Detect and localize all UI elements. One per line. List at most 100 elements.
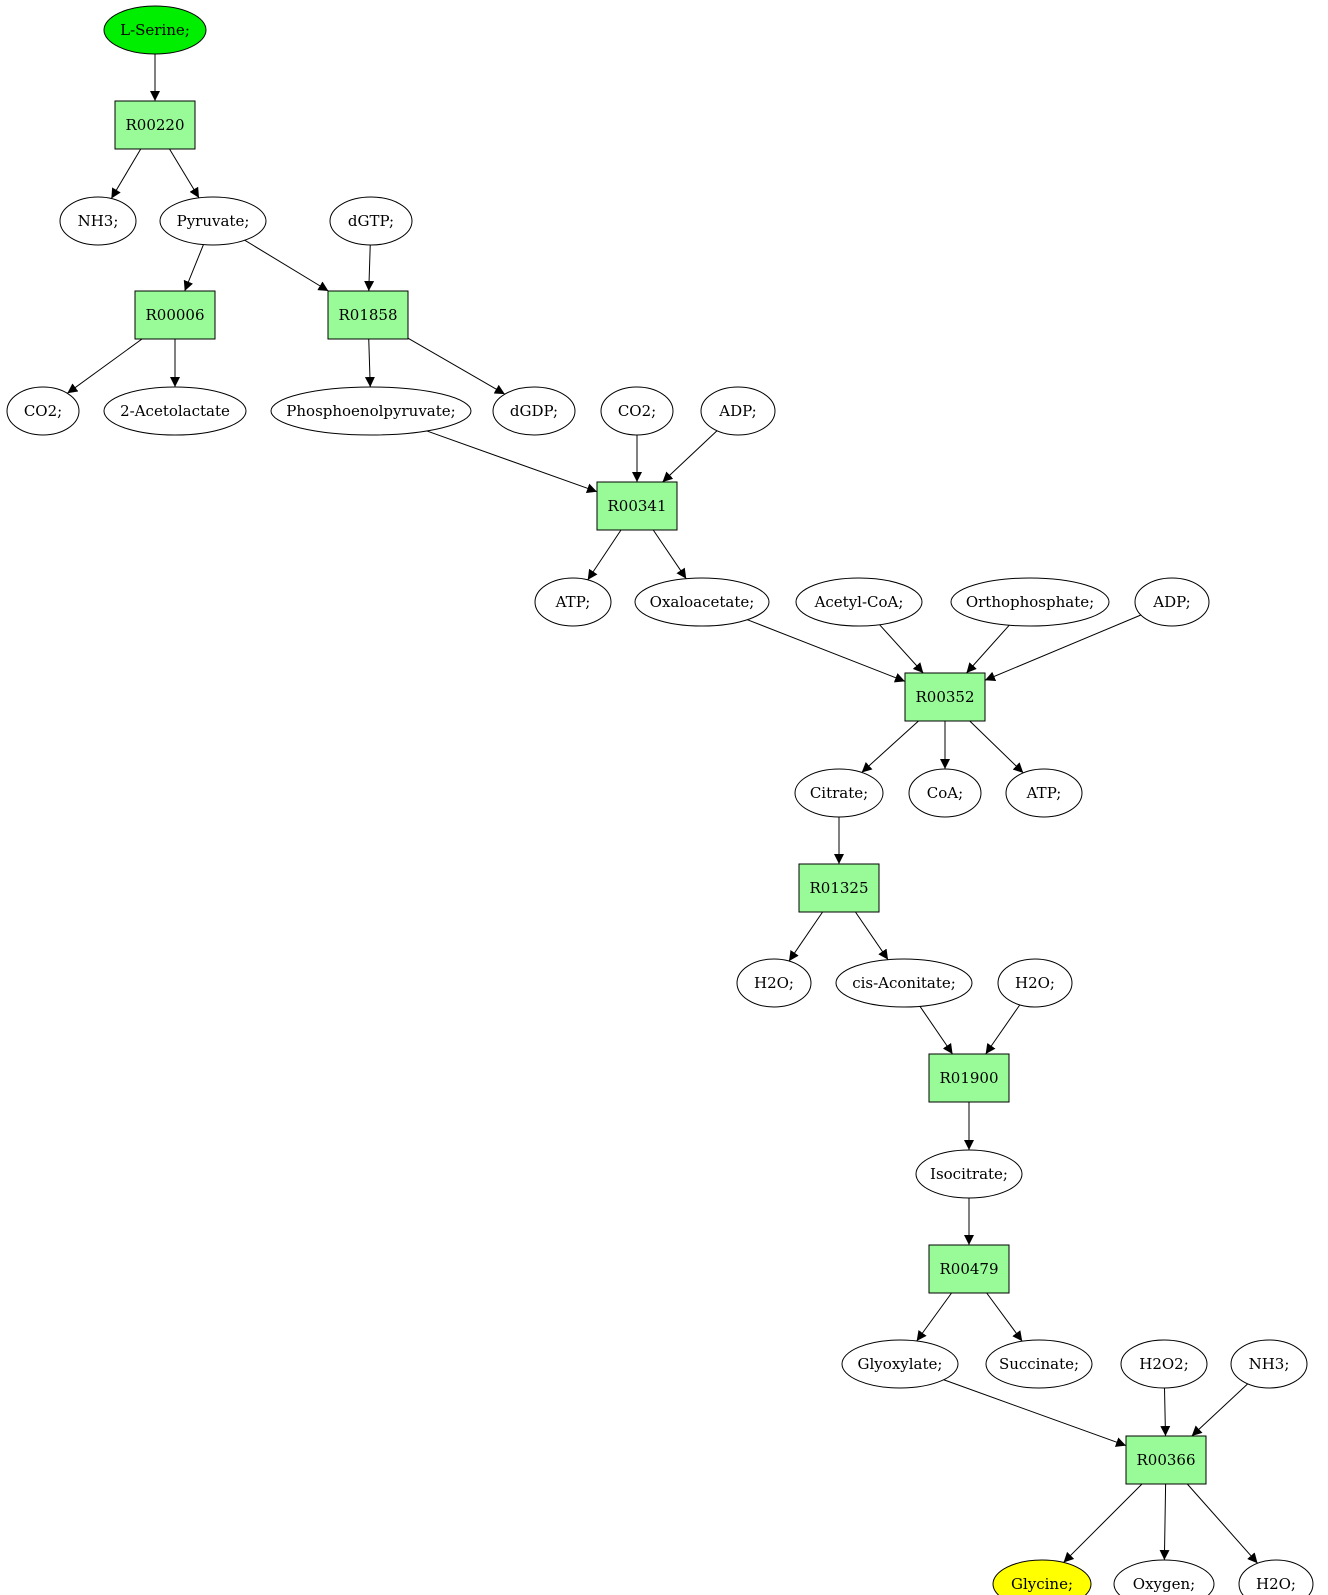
metabolite-m-nh3-2: NH3; [1230, 1339, 1308, 1389]
metabolite-label: Citrate; [810, 784, 868, 802]
reaction-label: R01858 [338, 306, 397, 324]
metabolite-m-acetolactate: 2-Acetolactate [103, 386, 247, 436]
metabolite-m-oxygen: Oxygen; [1113, 1559, 1215, 1595]
edge-m_pep-to-r4 [426, 430, 598, 494]
edges [67, 54, 1258, 1564]
edge-r8-to-m_glyoxylate [916, 1292, 952, 1342]
edge-r3-to-m_dgdp [407, 337, 506, 395]
metabolite-m-adp-1: ADP; [700, 386, 776, 436]
reaction-node-r9: R00366 [1125, 1435, 1207, 1485]
edge-m_pyruvate-to-r2 [183, 244, 204, 292]
edge-m_aconitate-to-r7 [919, 1006, 953, 1055]
metabolite-m-dgdp: dGDP; [492, 386, 576, 436]
edge-m_adp_1-to-r4 [662, 430, 718, 483]
reaction-node-r7: R01900 [928, 1053, 1010, 1103]
metabolite-m-succinate: Succinate; [985, 1339, 1093, 1389]
edge-m_nh3_2-to-r9 [1191, 1383, 1249, 1437]
nodes: L-Serine; NH3; Pyruvate; dGTP; CO2; 2-Acetola… [6, 5, 1314, 1595]
metabolite-label: H2O; [1256, 1575, 1296, 1593]
metabolite-label: ATP; [555, 593, 591, 611]
metabolite-label: Glycine; [1011, 1575, 1073, 1593]
metabolite-m-adp-2: ADP; [1134, 577, 1210, 627]
metabolite-label: Pyruvate; [177, 212, 250, 230]
reaction-label: R01900 [939, 1069, 998, 1087]
edge-m_oaa-to-r5 [747, 619, 906, 683]
edge-m_h2o_2-to-r7 [985, 1004, 1021, 1055]
edge-r5-to-m_citrate [861, 720, 919, 773]
reaction-node-r4: R00341 [596, 481, 678, 531]
metabolite-label: Glyoxylate; [858, 1355, 943, 1373]
metabolite-label: 2-Acetolactate [120, 402, 230, 420]
metabolite-label: dGTP; [348, 212, 394, 230]
metabolite-m-aconitate: cis-Aconitate; [835, 958, 973, 1008]
edge-r1-to-m_pyruvate [169, 148, 200, 199]
edge-r6-to-m_h2o_1 [788, 911, 823, 962]
edge-r3-to-m_pep [364, 338, 375, 388]
metabolite-label: Oxygen; [1133, 1575, 1195, 1593]
metabolite-label: CO2; [24, 402, 62, 420]
metabolite-label: ADP; [718, 402, 756, 420]
edge-r2-to-m_co2_1 [67, 338, 143, 394]
edge-m_pi-to-r5 [966, 624, 1010, 674]
metabolite-label: Orthophosphate; [966, 593, 1094, 611]
metabolite-label: Acetyl-CoA; [814, 593, 904, 611]
edge-r9-to-m_glycine [1063, 1483, 1143, 1563]
metabolite-m-acetylcoa: Acetyl-CoA; [795, 577, 923, 627]
metabolite-m-h2o-3: H2O; [1238, 1559, 1314, 1595]
metabolite-label: NH3; [78, 212, 119, 230]
reaction-label: R00366 [1136, 1451, 1195, 1469]
edge-m_dgtp-to-r3 [364, 244, 375, 292]
metabolite-m-citrate: Citrate; [794, 768, 884, 818]
metabolite-label: ADP; [1152, 593, 1190, 611]
reaction-node-r3: R01858 [327, 290, 409, 340]
edge-m_h2o2-to-r9 [1160, 1387, 1171, 1437]
metabolite-m-h2o2: H2O2; [1120, 1339, 1208, 1389]
metabolite-m-glycine: Glycine; [992, 1559, 1092, 1595]
reaction-label: R00479 [939, 1260, 998, 1278]
metabolite-label: Oxaloacetate; [650, 593, 755, 611]
reaction-node-r1: R00220 [114, 100, 196, 150]
metabolite-m-oaa: Oxaloacetate; [634, 577, 770, 627]
reaction-label: R00006 [145, 306, 204, 324]
metabolite-m-nh3-1: NH3; [59, 196, 137, 246]
metabolite-label: Phosphoenolpyruvate; [286, 402, 455, 420]
edge-m_adp_2-to-r5 [984, 614, 1142, 682]
reaction-label: R00352 [915, 688, 974, 706]
metabolite-label: NH3; [1249, 1355, 1290, 1373]
metabolite-label: dGDP; [510, 402, 558, 420]
metabolite-m-pyruvate: Pyruvate; [159, 196, 267, 246]
metabolite-m-atp-2: ATP; [1005, 768, 1083, 818]
metabolite-m-glyoxylate: Glyoxylate; [841, 1339, 959, 1389]
metabolite-m-co2-2: CO2; [600, 386, 674, 436]
reaction-node-r2: R00006 [134, 290, 216, 340]
metabolite-m-serine: L-Serine; [103, 5, 207, 55]
metabolite-label: cis-Aconitate; [852, 974, 956, 992]
edge-r8-to-m_succinate [986, 1292, 1023, 1342]
metabolite-label: CO2; [618, 402, 656, 420]
metabolite-label: H2O; [1015, 974, 1055, 992]
reaction-node-r8: R00479 [928, 1244, 1010, 1294]
metabolite-m-h2o-1: H2O; [736, 958, 812, 1008]
reaction-label: R01325 [809, 879, 868, 897]
edge-r5-to-m_atp_2 [969, 720, 1024, 774]
metabolite-m-h2o-2: H2O; [997, 958, 1073, 1008]
metabolite-m-pep: Phosphoenolpyruvate; [270, 386, 472, 436]
metabolite-label: CoA; [927, 784, 963, 802]
edge-m_pyruvate-to-r3 [244, 239, 329, 292]
reaction-label: R00220 [125, 116, 184, 134]
edge-r6-to-m_aconitate [855, 911, 889, 960]
edge-r9-to-m_oxygen [1159, 1483, 1170, 1561]
metabolite-m-pi: Orthophosphate; [950, 577, 1110, 627]
metabolite-label: Isocitrate; [930, 1165, 1008, 1183]
metabolite-label: H2O2; [1139, 1355, 1189, 1373]
metabolite-m-co2-1: CO2; [6, 386, 80, 436]
metabolite-label: ATP; [1026, 784, 1062, 802]
metabolite-m-atp-1: ATP; [534, 577, 612, 627]
edge-r4-to-m_atp_1 [587, 529, 622, 581]
edge-r9-to-m_h2o_3 [1186, 1483, 1258, 1564]
edge-m_glyoxylate-to-r9 [943, 1379, 1127, 1447]
metabolite-m-dgtp: dGTP; [329, 196, 413, 246]
reaction-node-r6: R01325 [798, 863, 880, 913]
metabolite-label: Succinate; [999, 1355, 1079, 1373]
